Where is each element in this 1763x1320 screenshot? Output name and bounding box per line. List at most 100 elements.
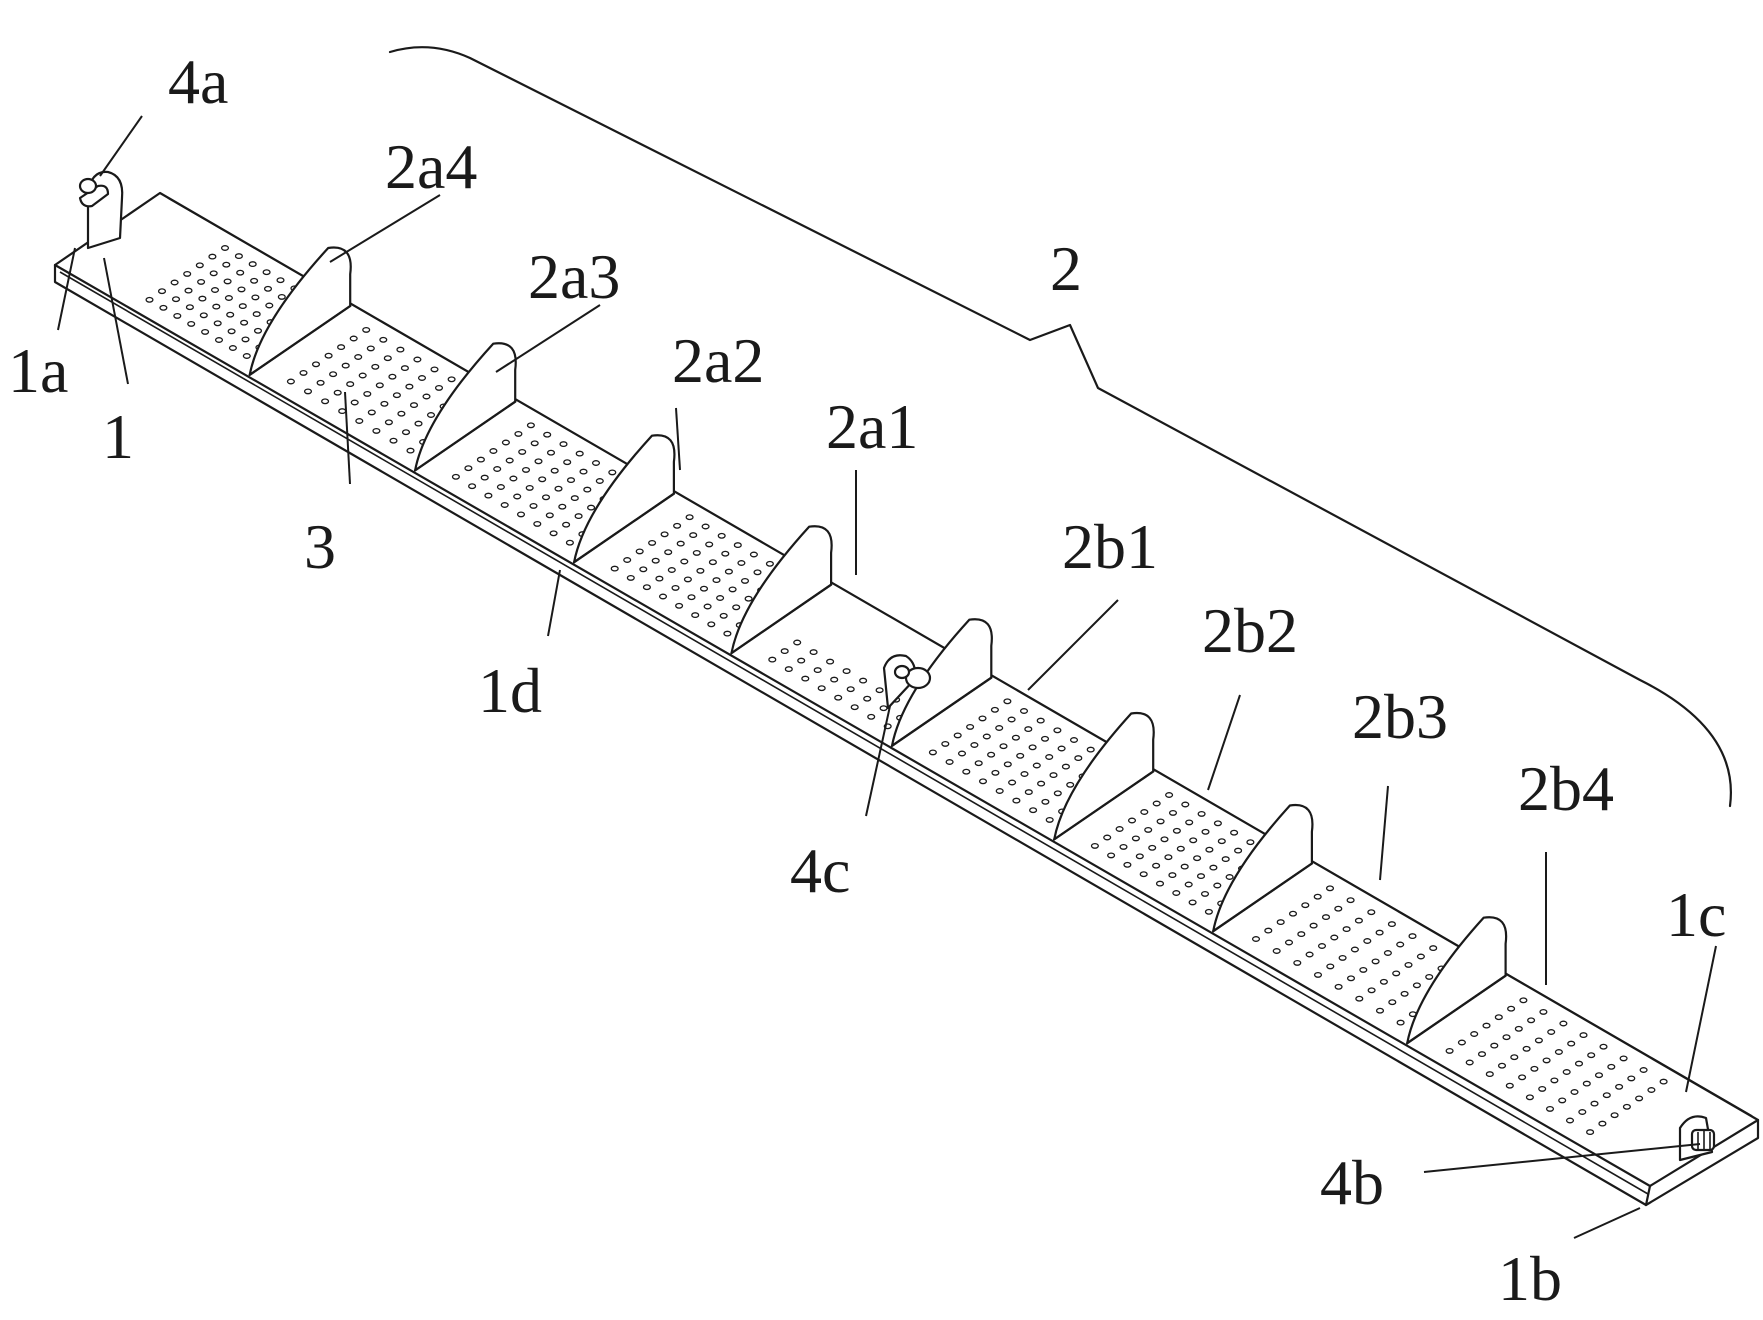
perforation-hole (692, 549, 701, 556)
perforation-hole (1020, 771, 1029, 777)
perforation-hole (1567, 1040, 1576, 1047)
perforation-hole (1599, 1043, 1608, 1050)
perforation-hole (1354, 917, 1363, 924)
perforation-hole (1359, 966, 1368, 973)
perforation-hole (1107, 852, 1116, 859)
perforation-hole (1172, 890, 1181, 896)
perforation-hole (626, 574, 635, 581)
perforation-hole (1053, 790, 1062, 797)
perforation-hole (680, 558, 689, 565)
perforation-hole (1003, 698, 1012, 705)
perforation-hole (1590, 1100, 1599, 1107)
perforation-hole (689, 532, 698, 539)
perforation-hole (1103, 834, 1112, 841)
fin-2b4-base (1406, 974, 1507, 1045)
perforation-hole (1131, 835, 1140, 842)
perforation-hole (1538, 1085, 1547, 1092)
perforation-hole (784, 666, 793, 673)
perforation-hole (1545, 1105, 1555, 1112)
perforation-hole (658, 593, 668, 600)
perforation-hole (737, 560, 746, 566)
perforation-hole (1217, 838, 1226, 845)
perforation-hole (238, 303, 247, 310)
perforation-hole (500, 502, 509, 508)
perforation-hole (953, 732, 962, 739)
perforation-hole (220, 245, 230, 251)
perforation-hole (1325, 885, 1335, 892)
perforation-hole (671, 584, 680, 591)
perforation-hole (430, 366, 439, 373)
perforation-hole (413, 356, 422, 363)
divider-fins (248, 246, 1508, 1045)
perforation-hole (400, 365, 409, 372)
middle-bracket-4c (882, 654, 932, 710)
perforation-hole (513, 493, 522, 500)
perforation-hole (1176, 845, 1185, 852)
perforation-hole (1477, 1051, 1487, 1058)
tray-body (53, 191, 1760, 1207)
perforation-hole (484, 492, 493, 499)
perforation-hole (978, 715, 987, 722)
perforation-hole (842, 668, 851, 675)
label-2b4: 2b4 (1518, 753, 1614, 824)
perforation-hole (850, 704, 859, 711)
perforation-hole (1041, 798, 1050, 805)
perforation-hole (999, 743, 1008, 750)
perforation-hole (809, 649, 818, 656)
perforation-hole (1012, 797, 1021, 804)
label-1b: 1b (1498, 1243, 1562, 1314)
perforation-hole (1659, 1078, 1668, 1085)
perforation-hole (1350, 946, 1359, 953)
perforation-hole (608, 469, 617, 476)
perforation-hole (1602, 1092, 1611, 1099)
perforation-hole (1276, 919, 1285, 926)
label-4b: 4b (1320, 1147, 1384, 1218)
perforation-hole (554, 485, 563, 492)
label-2a4: 2a4 (385, 131, 477, 202)
perforation-hole (241, 336, 250, 343)
leader-2a3 (495, 304, 601, 373)
perforation-hole (978, 778, 988, 785)
perforation-hole (879, 705, 888, 712)
fin-2b1-base (890, 676, 993, 747)
perforation-hole (530, 440, 539, 447)
perforation-hole (396, 346, 405, 353)
perforation-hole (277, 293, 286, 300)
perforation-hole (1028, 744, 1037, 751)
perforation-hole (1522, 1045, 1531, 1052)
perforation-hole (1594, 1072, 1604, 1079)
perforation-hole (380, 400, 389, 407)
perforation-hole (732, 604, 741, 611)
perforation-hole (358, 372, 367, 379)
perforation-hole (1313, 971, 1323, 978)
perforation-hole (1209, 864, 1218, 871)
perforation-hole (1497, 1062, 1507, 1069)
leader-1b (1573, 1207, 1641, 1239)
perforation-hole (185, 304, 194, 311)
perforation-hole (957, 750, 967, 757)
perforation-hole (970, 742, 979, 748)
perforation-hole (534, 458, 543, 465)
perforation-hole (660, 531, 669, 538)
perforation-hole (505, 457, 514, 464)
perforation-hole (1213, 820, 1222, 827)
perforation-hole (417, 375, 427, 381)
perforation-hole (563, 459, 572, 466)
perforation-hole (240, 319, 249, 326)
perforation-hole (145, 296, 154, 303)
perforation-hole (1355, 995, 1364, 1002)
perforation-hole (1135, 853, 1144, 860)
label-4c: 4c (790, 835, 850, 906)
perforation-hole (1490, 1042, 1499, 1049)
perforation-hole (1152, 800, 1161, 807)
perforation-hole (1514, 1025, 1523, 1032)
perforation-hole (962, 768, 971, 775)
perforation-hole (1363, 938, 1372, 944)
perforation-hole (1140, 809, 1149, 815)
perforation-hole (252, 311, 261, 318)
perforation-hole (1127, 817, 1137, 824)
tray-right-end (1644, 1118, 1760, 1207)
perforation-hole (826, 658, 835, 665)
perforation-hole (1040, 735, 1050, 742)
